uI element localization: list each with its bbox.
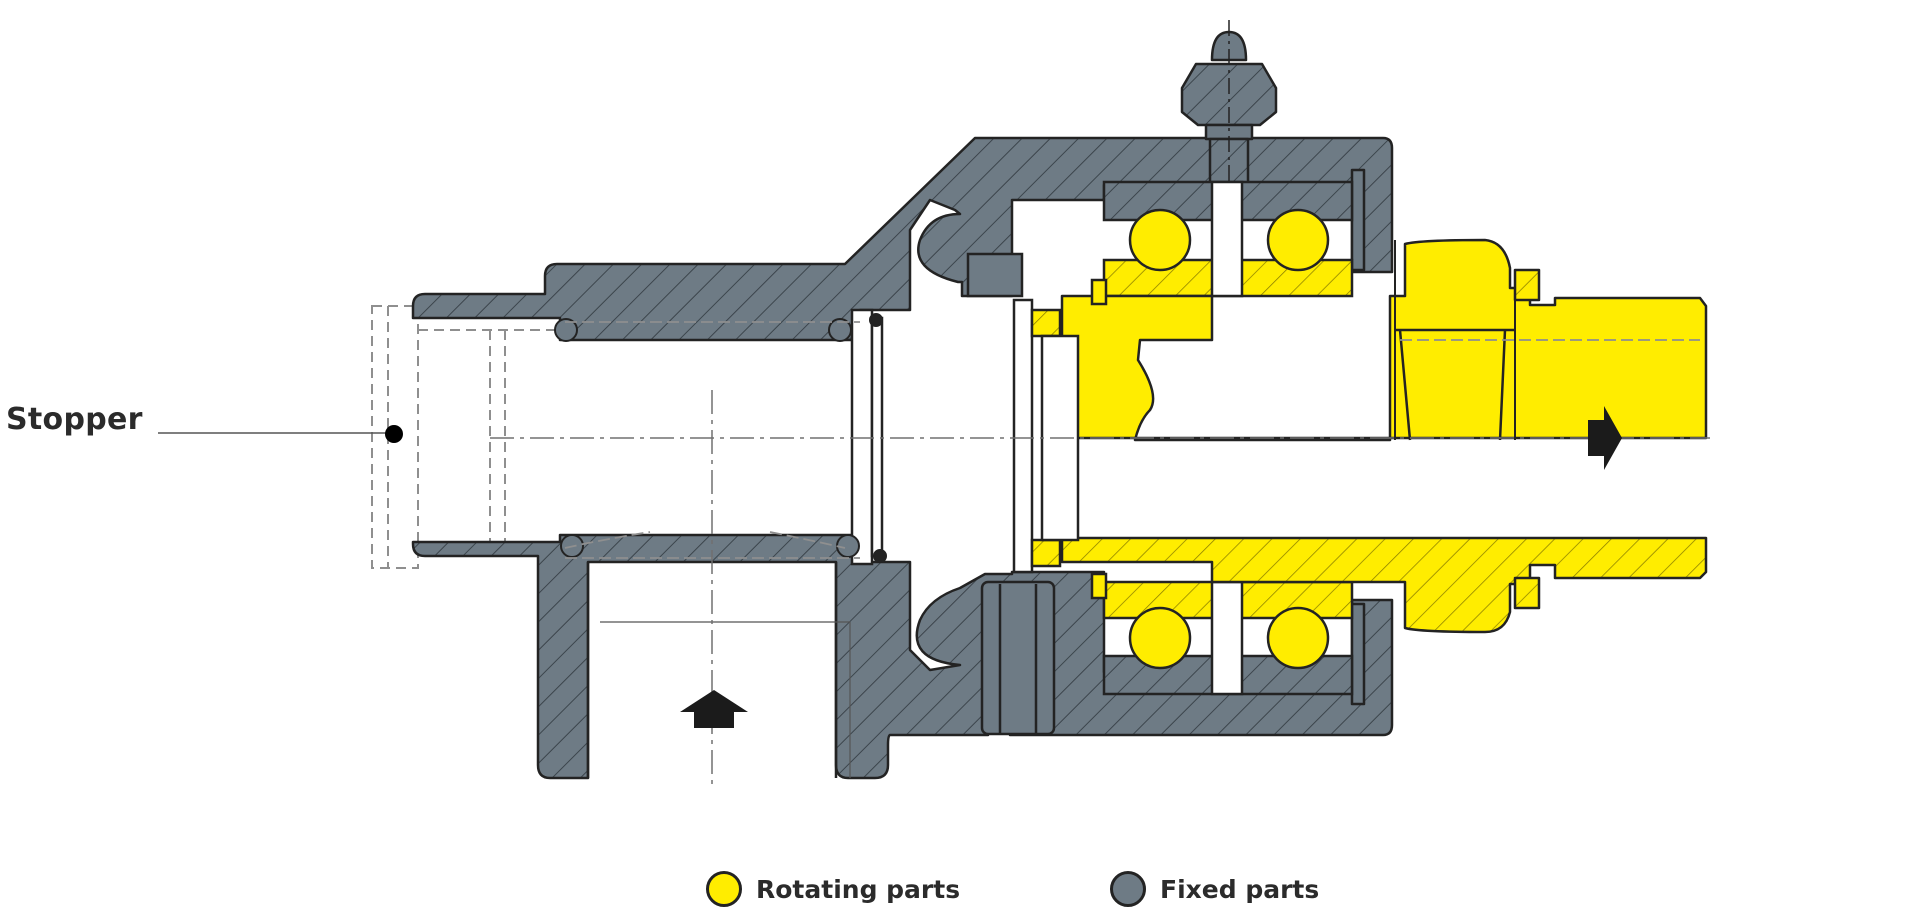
rotating-shaft — [1060, 238, 1708, 634]
fixed-parts-label: Fixed parts — [1160, 874, 1320, 904]
grease-nipple — [1180, 20, 1278, 250]
stopper-callout-dot — [385, 425, 403, 443]
fixed-parts-swatch — [1110, 871, 1146, 907]
stopper-label: Stopper — [6, 402, 143, 437]
legend-item-rotating: Rotating parts — [706, 868, 960, 910]
flow-arrows — [680, 406, 1622, 728]
outlet-flow-arrow — [1588, 406, 1622, 470]
rotating-parts-label: Rotating parts — [756, 874, 961, 904]
stopper-callout-leader — [158, 425, 403, 443]
legend-item-fixed: Fixed parts — [1110, 868, 1319, 910]
seal-rings — [850, 252, 1108, 736]
inlet-flow-arrow — [680, 690, 748, 728]
rotating-parts-swatch — [706, 871, 742, 907]
o-rings — [554, 313, 887, 563]
bore-hidden-lines — [564, 321, 1700, 778]
bearing-balls — [1128, 208, 1330, 670]
